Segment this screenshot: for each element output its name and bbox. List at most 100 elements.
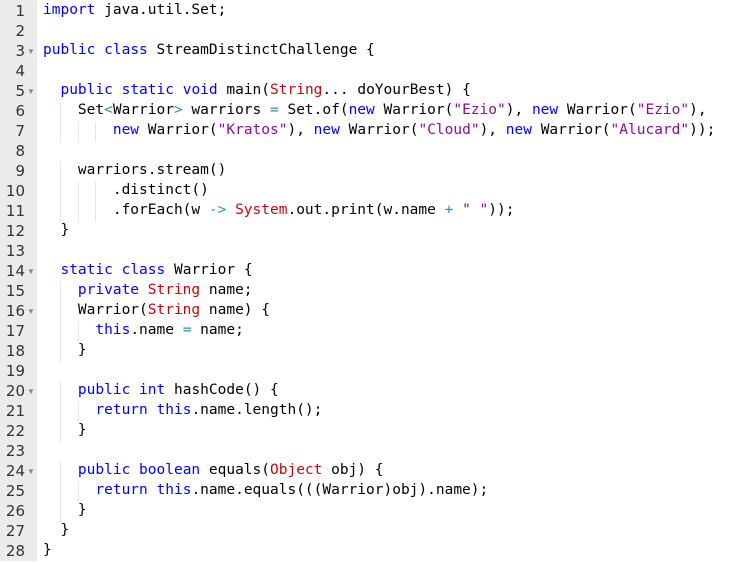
fold-arrow-icon[interactable]: ▼ bbox=[27, 267, 35, 276]
code-line: 21 return this.name.length(); bbox=[0, 402, 729, 422]
line-number: 18 bbox=[5, 342, 25, 360]
fold-arrow-icon[interactable]: ▼ bbox=[27, 307, 35, 316]
line-number: 25 bbox=[5, 482, 25, 500]
line-number: 16 bbox=[5, 302, 25, 320]
operator-token: < bbox=[104, 102, 113, 118]
code-text: ), bbox=[505, 102, 532, 118]
line-number: 15 bbox=[5, 282, 25, 300]
line-number: 27 bbox=[5, 522, 25, 540]
fold-arrow-icon[interactable]: ▼ bbox=[27, 387, 35, 396]
line-number: 3 bbox=[15, 42, 25, 60]
keyword-token: boolean bbox=[139, 462, 201, 478]
code-line: 4 bbox=[0, 62, 729, 82]
keyword-token: new bbox=[112, 122, 140, 138]
code-content: .distinct() bbox=[43, 182, 209, 198]
fold-arrow-icon[interactable]: ▼ bbox=[27, 467, 35, 476]
indent-guide bbox=[77, 122, 79, 142]
code-text: name; bbox=[200, 282, 253, 298]
indent-guide bbox=[60, 162, 62, 182]
code-line: 18 } bbox=[0, 342, 729, 362]
code-content: private String name; bbox=[43, 282, 253, 298]
operator-token: = bbox=[270, 102, 279, 118]
code-content: } bbox=[43, 422, 87, 438]
type-token: System bbox=[235, 202, 288, 218]
code-line: 26 } bbox=[0, 502, 729, 522]
code-line: 24▼ public boolean equals(Object obj) { bbox=[0, 462, 729, 482]
code-line: 9 warriors.stream() bbox=[0, 162, 729, 182]
keyword-token: return bbox=[95, 482, 148, 498]
code-text bbox=[148, 482, 157, 498]
code-content: } bbox=[43, 342, 87, 358]
type-token: String bbox=[147, 282, 201, 298]
code-line: 20▼ public int hashCode() { bbox=[0, 382, 729, 402]
indent-guide bbox=[60, 102, 62, 122]
code-text bbox=[130, 462, 139, 478]
line-number: 6 bbox=[15, 102, 25, 120]
code-line: 6 Set<Warrior> warriors = Set.of(new War… bbox=[0, 102, 729, 122]
string-token: " " bbox=[462, 202, 489, 218]
code-text bbox=[43, 122, 113, 138]
code-text: equals( bbox=[200, 462, 270, 478]
indent-guide bbox=[60, 402, 62, 422]
code-text bbox=[453, 202, 462, 218]
code-content: return this.name.length(); bbox=[43, 402, 322, 418]
indent-guide bbox=[60, 282, 62, 302]
code-text: .name.length(); bbox=[191, 402, 323, 418]
code-line: 22 } bbox=[0, 422, 729, 442]
indent-guide bbox=[95, 182, 97, 202]
line-number: 9 bbox=[15, 162, 25, 180]
indent-guide bbox=[60, 202, 62, 222]
code-text bbox=[95, 42, 104, 58]
indent-guide bbox=[60, 302, 62, 322]
keyword-token: class bbox=[121, 262, 166, 278]
line-number: 7 bbox=[15, 122, 25, 140]
code-text bbox=[130, 382, 139, 398]
operator-token: -> bbox=[208, 202, 227, 218]
indent-guide bbox=[60, 482, 62, 502]
code-line: 25 return this.name.equals(((Warrior)obj… bbox=[0, 482, 729, 502]
keyword-token: return bbox=[95, 402, 148, 418]
code-content: warriors.stream() bbox=[43, 162, 226, 178]
code-text: .distinct() bbox=[43, 182, 209, 198]
code-text bbox=[43, 82, 60, 98]
line-number: 26 bbox=[5, 502, 25, 520]
code-content: } bbox=[43, 222, 69, 238]
type-token: String bbox=[147, 302, 201, 318]
code-text bbox=[43, 462, 78, 478]
code-text bbox=[43, 482, 95, 498]
code-line: 2 bbox=[0, 22, 729, 42]
code-text: Warrior( bbox=[558, 102, 637, 118]
keyword-token: new bbox=[348, 102, 375, 118]
code-line: 5▼ public static void main(String... doY… bbox=[0, 82, 729, 102]
code-text: warriors bbox=[182, 102, 270, 118]
code-text bbox=[226, 202, 235, 218]
keyword-token: import bbox=[43, 2, 96, 18]
code-text: Warrior( bbox=[339, 122, 419, 138]
code-text: .out.print(w.name bbox=[287, 202, 445, 218]
code-text bbox=[113, 262, 122, 278]
string-token: "Cloud" bbox=[418, 122, 480, 138]
fold-arrow-icon[interactable]: ▼ bbox=[27, 47, 35, 56]
fold-arrow-icon[interactable]: ▼ bbox=[27, 87, 35, 96]
line-number: 20 bbox=[5, 382, 25, 400]
code-text: .name bbox=[130, 322, 183, 338]
code-text: StreamDistinctChallenge { bbox=[147, 42, 375, 58]
code-text: } bbox=[43, 522, 70, 538]
code-text bbox=[43, 402, 95, 418]
code-content: Set<Warrior> warriors = Set.of(new Warri… bbox=[43, 102, 707, 118]
indent-guide bbox=[60, 422, 62, 442]
keyword-token: static bbox=[60, 262, 113, 278]
line-number: 23 bbox=[5, 442, 25, 460]
type-token: Object bbox=[270, 462, 323, 478]
string-token: "Kratos" bbox=[217, 122, 288, 138]
line-number: 13 bbox=[5, 242, 25, 260]
code-content: this.name = name; bbox=[43, 322, 243, 338]
code-text bbox=[174, 82, 183, 98]
code-text bbox=[43, 262, 60, 278]
code-text: name) { bbox=[200, 302, 270, 318]
code-line: 12 } bbox=[0, 222, 729, 242]
code-text bbox=[43, 382, 78, 398]
code-text bbox=[113, 82, 122, 98]
